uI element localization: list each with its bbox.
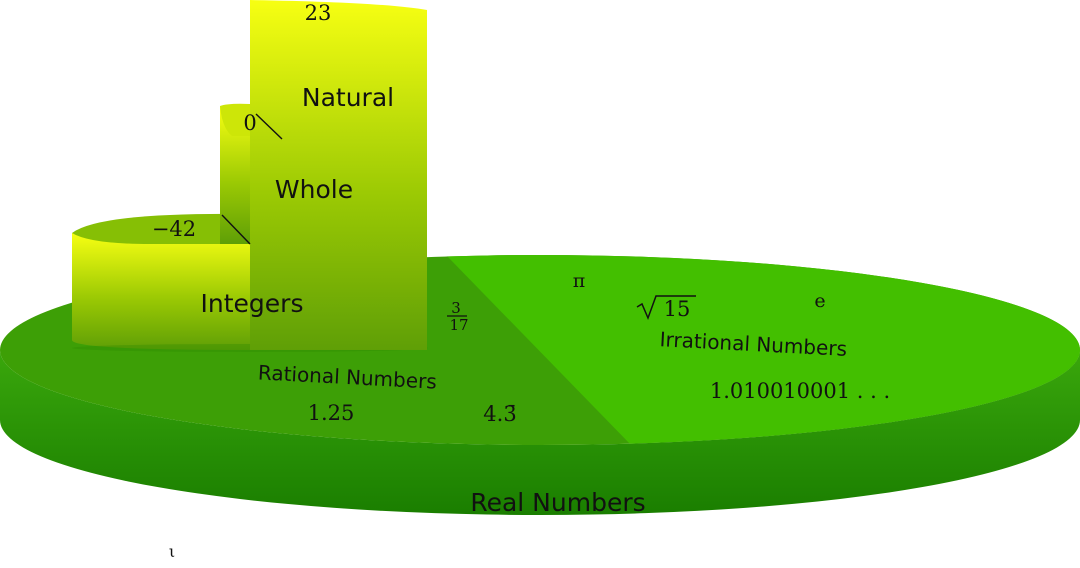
pi-example: π (573, 270, 586, 292)
irrational-decimal-example: 1.010010001 . . . (710, 379, 890, 403)
integers-step-edge (221, 214, 251, 245)
integers-label: Integers (201, 289, 304, 318)
integers-top (72, 213, 250, 244)
natural-side (250, 0, 427, 350)
rational-repeating-example: 4.3̄ (483, 402, 516, 426)
whole-label: Whole (275, 175, 353, 204)
natural-label: Natural (302, 83, 394, 112)
fraction-denominator: 17 (449, 316, 468, 334)
natural-cylinder (250, 0, 427, 350)
stray-glyph: ι (169, 542, 175, 561)
whole-top (220, 103, 250, 136)
integers-example: −42 (152, 217, 196, 241)
sqrt-radicand: 15 (664, 297, 691, 321)
irrational-region (446, 255, 1080, 445)
disk-side (0, 350, 1080, 515)
whole-example: 0 (243, 111, 256, 135)
fraction-numerator: 3 (451, 299, 461, 317)
sqrt-example: 15 (636, 295, 696, 321)
radical-sign (636, 295, 696, 321)
natural-example: 23 (305, 1, 332, 25)
whole-step-edge (255, 113, 283, 140)
rational-decimal-example: 1.25 (308, 401, 355, 425)
fraction-example: 3 17 (447, 299, 469, 334)
e-example: e (814, 290, 825, 312)
real-label: Real Numbers (470, 488, 645, 517)
